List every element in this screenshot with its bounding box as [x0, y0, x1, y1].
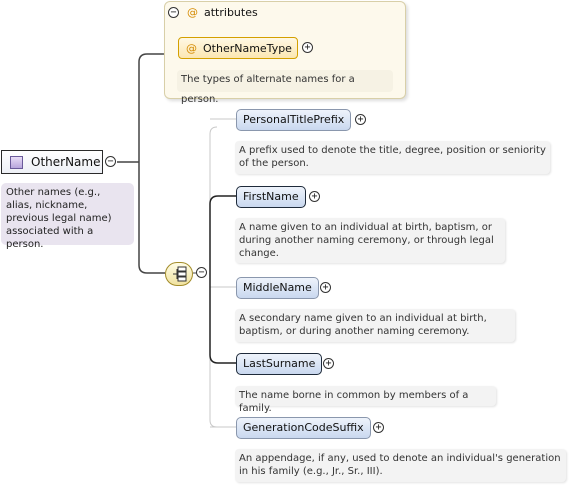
element-description: A prefix used to denote the title, degre…	[235, 141, 550, 174]
sequence-compositor[interactable]	[165, 262, 193, 286]
expand-icon[interactable]: +	[309, 191, 320, 202]
element-lastsurname[interactable]: LastSurname	[236, 353, 323, 375]
element-description: An appendage, if any, used to denote an …	[235, 449, 566, 482]
attribute-expand-icon[interactable]: +	[302, 42, 313, 53]
expand-icon[interactable]: +	[355, 114, 366, 125]
element-personaltitleprefix[interactable]: PersonalTitlePrefix	[236, 109, 352, 131]
sequence-icon	[173, 266, 187, 282]
element-description: A name given to an individual at birth, …	[235, 218, 505, 263]
attribute-name: OtherNameType	[203, 41, 292, 55]
expand-icon[interactable]: +	[320, 282, 331, 293]
element-generationcodesuffix[interactable]: GenerationCodeSuffix	[236, 417, 371, 439]
attribute-othernametype[interactable]: @ OtherNameType	[178, 37, 298, 59]
attributes-header[interactable]: − @ attributes	[168, 6, 258, 19]
root-description: Other names (e.g., alias, nickname, prev…	[1, 183, 134, 250]
attribute-description: The types of alternate names for a perso…	[177, 70, 393, 105]
sequence-collapse-icon[interactable]: −	[196, 267, 207, 278]
attribute-icon: @	[187, 6, 198, 19]
element-middlename[interactable]: MiddleName	[236, 277, 319, 299]
expand-icon[interactable]: +	[373, 422, 384, 433]
root-collapse-icon[interactable]: −	[105, 156, 116, 167]
element-description: A secondary name given to an individual …	[235, 309, 515, 342]
attributes-collapse-icon[interactable]: −	[168, 7, 179, 18]
expand-icon[interactable]: +	[323, 358, 334, 369]
element-firstname[interactable]: FirstName	[236, 186, 306, 208]
element-icon	[10, 155, 23, 169]
element-description: The name borne in common by members of a…	[235, 386, 496, 414]
attributes-header-label: attributes	[204, 6, 258, 19]
root-element[interactable]: OtherName	[1, 150, 103, 174]
attribute-icon: @	[186, 41, 197, 55]
root-element-name: OtherName	[31, 155, 101, 169]
